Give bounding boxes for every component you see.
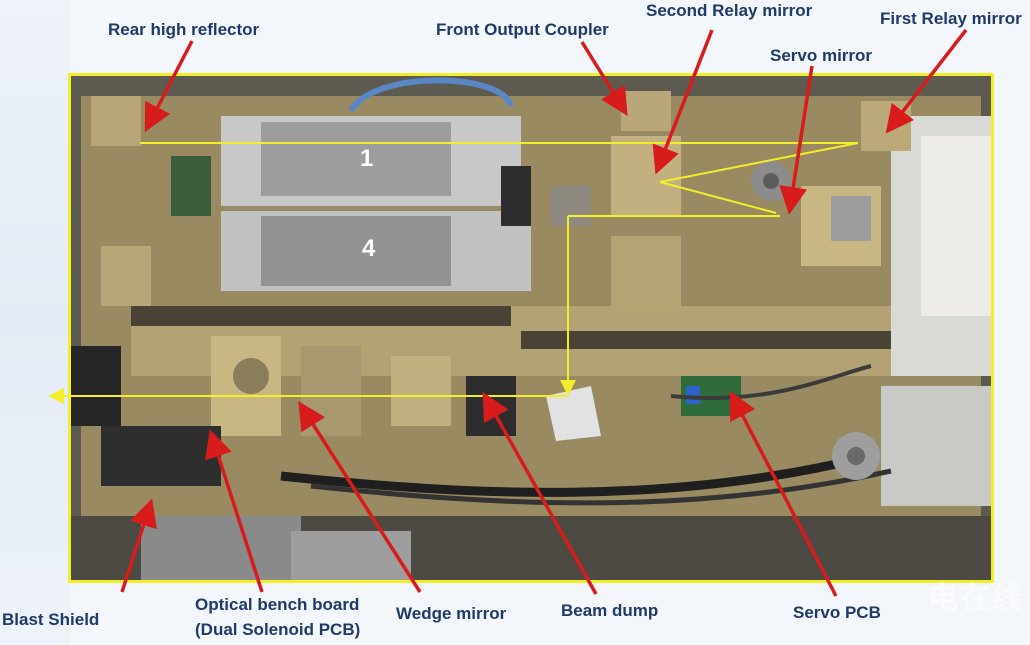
arrow-wedge-mirror bbox=[298, 401, 422, 593]
watermark: 电在线 bbox=[928, 582, 1024, 615]
beam-path bbox=[48, 142, 859, 404]
label-blast-shield: Blast Shield bbox=[2, 610, 100, 629]
module-number-1: 1 bbox=[360, 145, 374, 172]
label-second-relay-mirror: Second Relay mirror bbox=[646, 1, 813, 20]
module-number-4: 4 bbox=[362, 235, 376, 262]
arrow-second-relay-mirror bbox=[652, 29, 714, 175]
label-rear-high-reflector: Rear high reflector bbox=[108, 20, 260, 39]
arrow-beam-dump bbox=[482, 391, 598, 595]
arrow-front-output-coupler bbox=[580, 41, 628, 116]
pointer-arrows bbox=[120, 28, 968, 597]
wedge-mirror-block bbox=[546, 386, 601, 441]
label-dual-solenoid-pcb: (Dual Solenoid PCB) bbox=[195, 620, 361, 639]
label-optical-bench-board: Optical bench board bbox=[195, 595, 360, 614]
label-beam-dump: Beam dump bbox=[561, 601, 659, 620]
arrow-blast-shield bbox=[120, 498, 157, 593]
left-background-panel bbox=[0, 0, 70, 645]
arrow-optical-bench-board bbox=[205, 429, 264, 593]
arrow-first-relay-mirror bbox=[885, 28, 968, 134]
laser-head-illustration bbox=[71, 76, 991, 580]
laser-head-photo bbox=[68, 73, 994, 583]
label-front-output-coupler: Front Output Coupler bbox=[436, 20, 609, 39]
arrow-rear-high-reflector bbox=[144, 40, 194, 133]
arrow-servo-pcb bbox=[729, 390, 838, 597]
label-wedge-mirror: Wedge mirror bbox=[396, 604, 507, 623]
label-servo-pcb: Servo PCB bbox=[793, 603, 881, 622]
label-servo-mirror: Servo mirror bbox=[770, 46, 873, 65]
label-first-relay-mirror: First Relay mirror bbox=[880, 9, 1022, 28]
arrow-servo-mirror bbox=[779, 65, 814, 215]
